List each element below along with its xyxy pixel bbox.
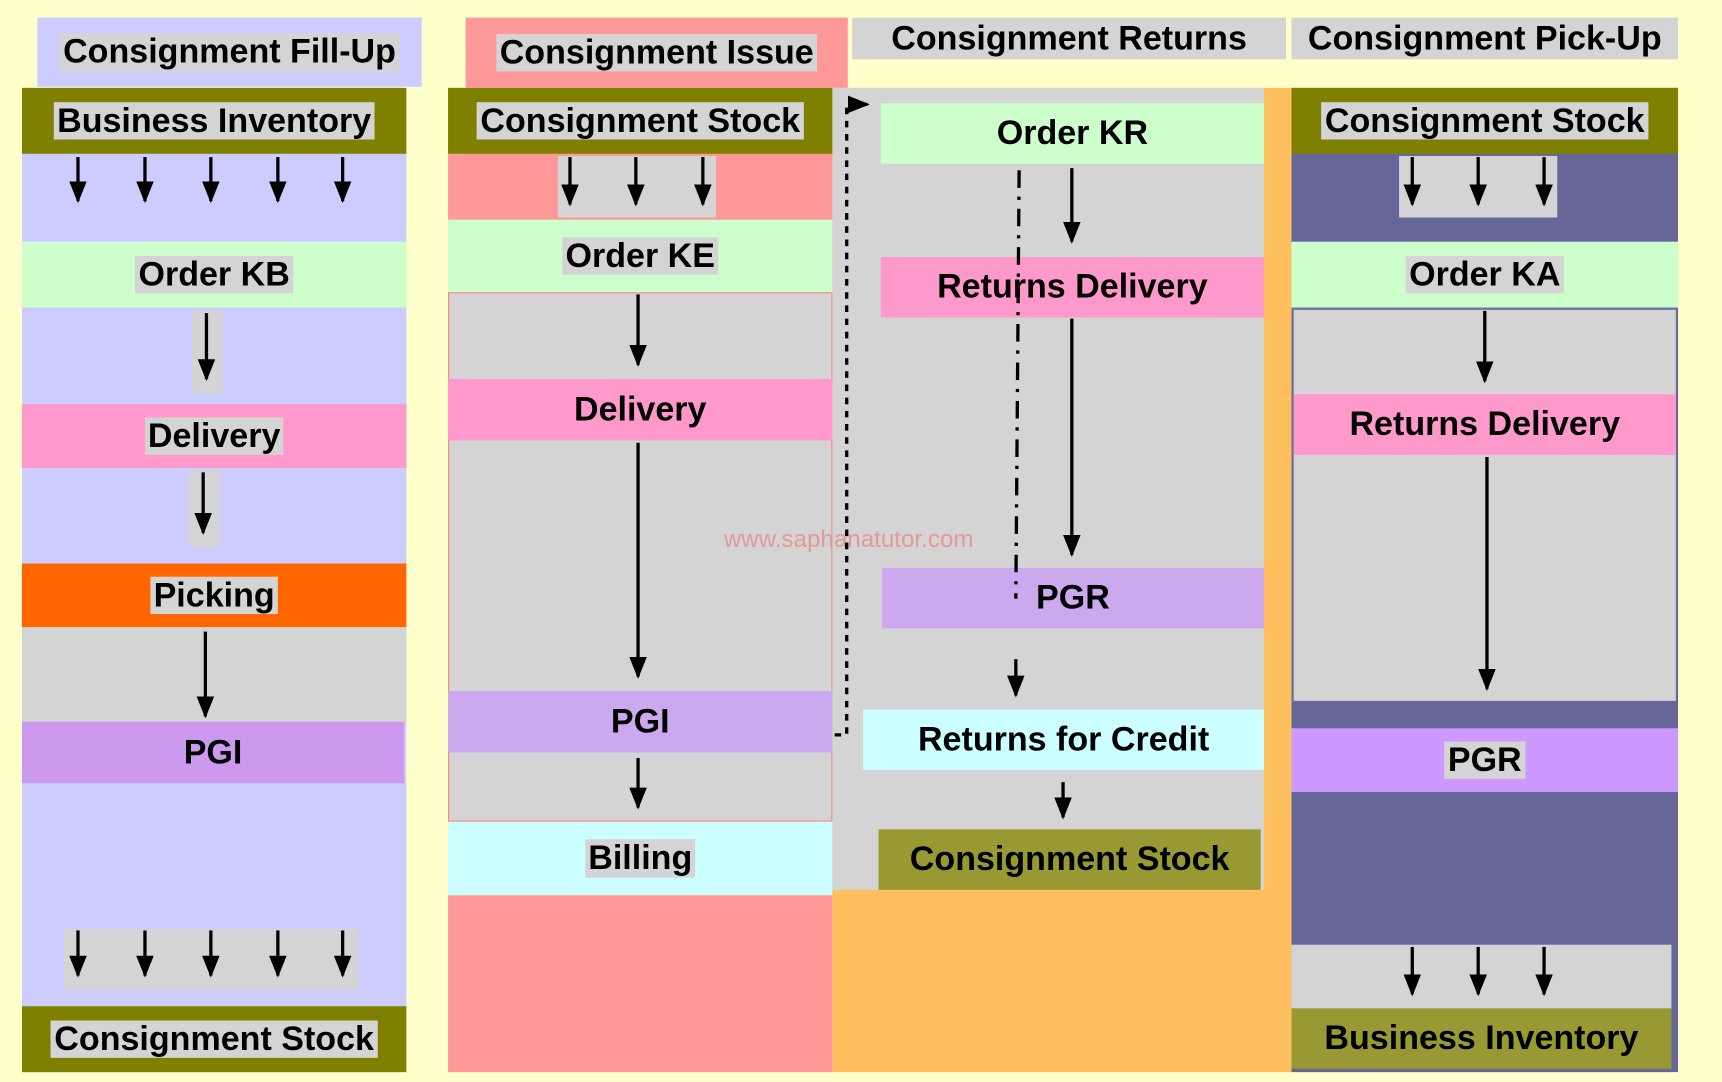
header-issue: Consignment Issue [465, 17, 848, 88]
fill-up-business-inventory: Business Inventory [21, 87, 407, 154]
header-returns: Consignment Returns [852, 17, 1286, 60]
returns-pgr-label: PGR [1036, 577, 1110, 617]
issue-pgi-label: PGI [610, 701, 670, 740]
fill-up-consignment-stock-label: Consignment Stock [51, 1019, 378, 1059]
issue-order-ke-label: Order KE [562, 236, 719, 276]
issue-consignment-stock-label: Consignment Stock [477, 101, 804, 140]
header-fill-up: Consignment Fill-Up [37, 17, 422, 87]
returns-consignment-stock: Consignment Stock [878, 829, 1261, 890]
issue-delivery: Delivery [448, 378, 833, 441]
issue-pgi: PGI [448, 690, 833, 753]
fill-up-picking: Picking [21, 563, 407, 628]
returns-delivery: Returns Delivery [880, 257, 1265, 318]
pick-up-business-inventory-label: Business Inventory [1324, 1018, 1639, 1057]
returns-for-credit-label: Returns for Credit [917, 719, 1210, 759]
header-pick-up: Consignment Pick-Up [1291, 17, 1679, 60]
pick-up-order-ka-label: Order KA [1405, 255, 1564, 294]
issue-billing: Billing [448, 821, 833, 896]
pick-up-returns-delivery-label: Returns Delivery [1349, 404, 1621, 443]
fill-up-gray-gap [21, 627, 407, 722]
fill-up-pgi: PGI [21, 721, 405, 784]
fill-up-delivery: Delivery [21, 404, 407, 468]
pick-up-returns-delivery: Returns Delivery [1293, 394, 1676, 455]
returns-consignment-stock-label: Consignment Stock [909, 839, 1230, 878]
fill-up-consignment-stock: Consignment Stock [21, 1006, 407, 1073]
pick-up-consignment-stock: Consignment Stock [1291, 87, 1679, 154]
pick-up-pgr: PGR [1291, 728, 1679, 793]
header-issue-label: Consignment Issue [496, 33, 818, 72]
header-fill-up-label: Consignment Fill-Up [59, 32, 400, 72]
pick-up-order-ka: Order KA [1291, 241, 1679, 308]
issue-consignment-stock: Consignment Stock [448, 87, 833, 154]
returns-dashdot-arrow-kr-credit [1014, 170, 1021, 599]
returns-for-credit: Returns for Credit [863, 709, 1265, 771]
returns-delivery-label: Returns Delivery [937, 267, 1208, 306]
pick-up-pgr-label: PGR [1444, 740, 1525, 780]
issue-to-returns-dotted-arrow [834, 95, 870, 737]
header-pick-up-label: Consignment Pick-Up [1307, 18, 1662, 57]
header-returns-label: Consignment Returns [891, 18, 1247, 57]
returns-pgr: PGR [881, 567, 1265, 629]
issue-order-ke: Order KE [448, 219, 833, 293]
returns-order-kr-label: Order KR [996, 113, 1149, 152]
fill-up-delivery-label: Delivery [144, 416, 284, 456]
fill-up-pgi-label: PGI [183, 732, 243, 771]
fill-up-order-kb-label: Order KB [135, 255, 294, 294]
pick-up-business-inventory: Business Inventory [1291, 1008, 1672, 1069]
pick-up-consignment-stock-label: Consignment Stock [1321, 101, 1648, 140]
issue-delivery-label: Delivery [573, 389, 707, 429]
fill-up-business-inventory-label: Business Inventory [53, 101, 375, 140]
issue-billing-label: Billing [584, 839, 696, 878]
fill-up-picking-label: Picking [150, 576, 278, 615]
fill-up-order-kb: Order KB [21, 241, 407, 308]
returns-order-kr: Order KR [880, 103, 1265, 164]
watermark: www.saphanatutor.com [723, 525, 974, 553]
